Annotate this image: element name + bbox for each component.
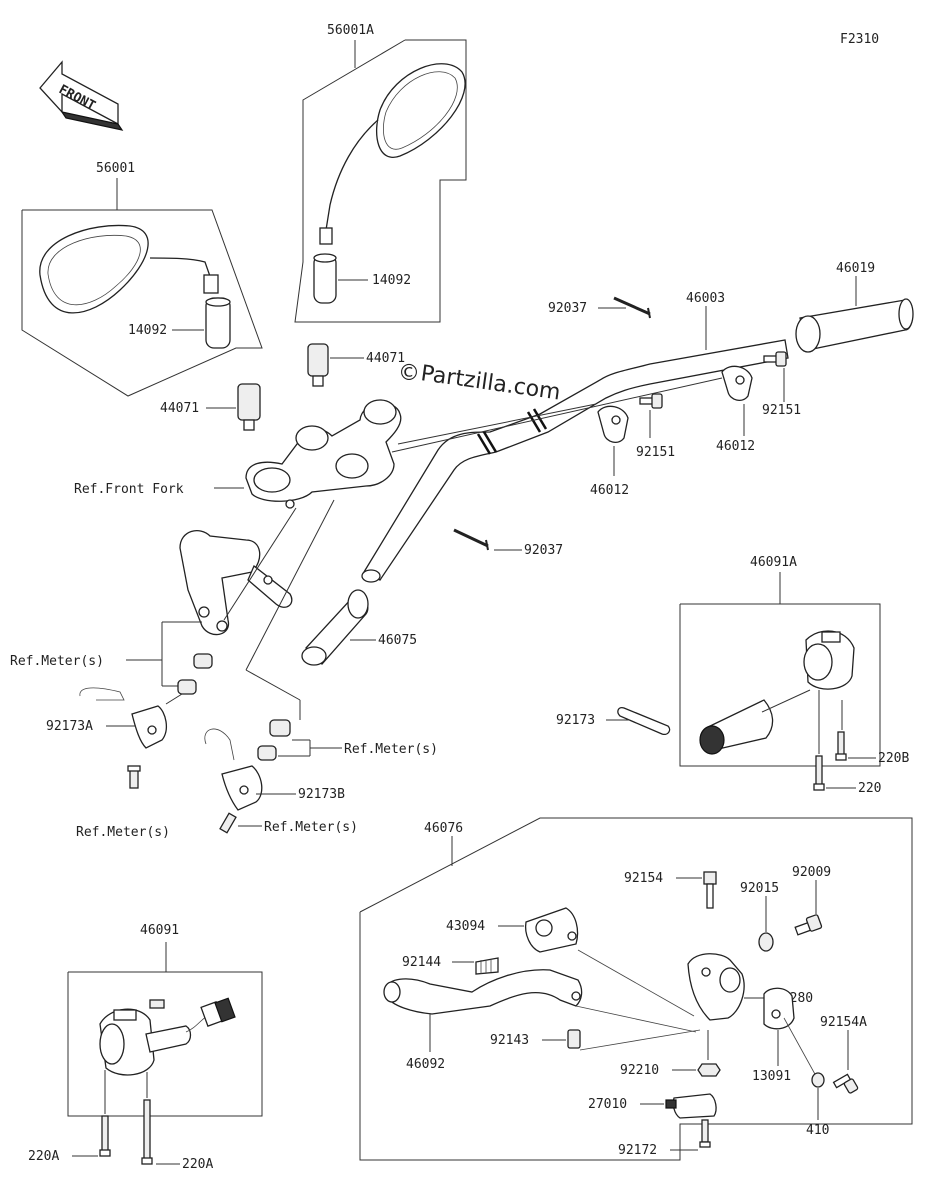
callout-46003: 46003	[686, 291, 725, 306]
nut-92210	[697, 1063, 721, 1077]
holder-46012-right	[721, 365, 753, 402]
washer-92015	[758, 932, 774, 952]
callout-14092-left: 14092	[128, 323, 167, 338]
meter-bracket	[179, 530, 293, 636]
callout-92173B: 92173B	[298, 787, 345, 802]
callout-92037-mid: 92037	[524, 543, 563, 558]
adapter-44071-top	[307, 343, 329, 387]
callout-92143: 92143	[490, 1033, 529, 1048]
callout-92037-top: 92037	[548, 301, 587, 316]
callout-13091: 13091	[752, 1069, 791, 1084]
grip-46019	[795, 298, 914, 353]
bolt-92154	[703, 871, 717, 909]
callout-56001A: 56001A	[327, 23, 374, 38]
clamp-13091	[763, 987, 795, 1030]
washer-410	[811, 1072, 825, 1088]
cover-43094	[524, 907, 579, 953]
callout-220A-right: 220A	[182, 1157, 213, 1172]
callout-ref-meter-2: Ref.Meter(s)	[344, 742, 438, 757]
grommet-right-1	[269, 719, 291, 737]
callout-92015: 92015	[740, 881, 779, 896]
front-fork-bracket	[245, 399, 402, 509]
callout-ref-meter-1: Ref.Meter(s)	[10, 654, 104, 669]
screw-220A-right	[141, 1099, 153, 1165]
pin-92037-top	[613, 296, 651, 319]
grommet-left-2	[177, 679, 197, 695]
callout-92210: 92210	[620, 1063, 659, 1078]
callout-46091A: 46091A	[750, 555, 797, 570]
watermark: © Partzilla.com	[398, 361, 562, 406]
callout-410: 410	[806, 1123, 829, 1138]
switch-46091A	[699, 630, 855, 755]
handlebar-46003	[361, 339, 789, 583]
callout-46019: 46019	[836, 261, 875, 276]
callout-92151-right: 92151	[762, 403, 801, 418]
callout-46091: 46091	[140, 923, 179, 938]
strap-92173	[617, 706, 671, 736]
callout-ref-front-fork: Ref.Front Fork	[74, 482, 184, 497]
grommet-left-1	[193, 653, 213, 669]
callout-14092-top: 14092	[372, 273, 411, 288]
spring-92144	[475, 957, 499, 975]
pin-92037-mid	[453, 528, 489, 551]
callout-46012-right: 46012	[716, 439, 755, 454]
lever-46092	[383, 969, 583, 1015]
screw-220A-left	[99, 1115, 111, 1157]
screw-220	[813, 755, 825, 791]
callout-220A-left: 220A	[28, 1149, 59, 1164]
callout-92144: 92144	[402, 955, 441, 970]
screw-92172	[699, 1119, 711, 1148]
grommet-right-2	[257, 745, 277, 761]
screw-92009	[794, 914, 823, 936]
switch-27010	[665, 1093, 717, 1119]
mirror-left	[39, 224, 219, 314]
watermark-symbol: ©	[398, 361, 420, 386]
collar-92143	[567, 1029, 581, 1049]
callout-220: 220	[858, 781, 881, 796]
callout-92009: 92009	[792, 865, 831, 880]
screw-left	[127, 765, 141, 789]
callout-92173A: 92173A	[46, 719, 93, 734]
bolt-92151-right	[763, 351, 787, 367]
callout-56001: 56001	[96, 161, 135, 176]
grip-46075	[301, 589, 369, 666]
switch-46091	[99, 997, 236, 1076]
callout-ref-meter-4: Ref.Meter(s)	[264, 820, 358, 835]
callout-46075: 46075	[378, 633, 417, 648]
screw-220B	[835, 731, 847, 761]
callout-92173: 92173	[556, 713, 595, 728]
screw-right	[219, 812, 237, 834]
holder-14092-left	[205, 297, 231, 349]
callout-46076: 46076	[424, 821, 463, 836]
callout-43094: 43094	[446, 919, 485, 934]
callout-92154: 92154	[624, 871, 663, 886]
front-arrow-icon: FRONT	[39, 60, 124, 131]
callout-27010: 27010	[588, 1097, 627, 1112]
callout-92172: 92172	[618, 1143, 657, 1158]
callout-92154A: 92154A	[820, 1015, 867, 1030]
bolt-92154A	[832, 1073, 859, 1094]
callout-46012-mid: 46012	[590, 483, 629, 498]
callout-44071-left: 44071	[160, 401, 199, 416]
mirror-right	[319, 63, 466, 245]
holder-13280	[687, 953, 745, 1021]
holder-46012-mid	[597, 405, 629, 444]
callout-220B: 220B	[878, 751, 909, 766]
callout-44071-top: 44071	[366, 351, 405, 366]
adapter-44071-left	[237, 383, 261, 431]
watermark-text: Partzilla.com	[419, 361, 562, 405]
callout-ref-meter-3: Ref.Meter(s)	[76, 825, 170, 840]
holder-14092-top	[313, 253, 337, 304]
bracket-92173B	[204, 728, 263, 811]
callout-46092: 46092	[406, 1057, 445, 1072]
figure-code: F2310	[840, 32, 879, 47]
callout-92151-mid: 92151	[636, 445, 675, 460]
bracket-92173A	[79, 687, 168, 749]
bolt-92151-mid	[639, 393, 663, 409]
